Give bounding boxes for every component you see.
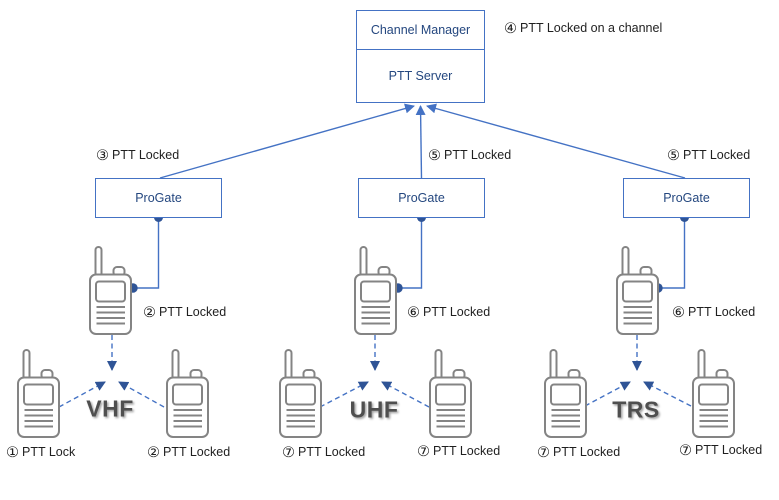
step-badge: ④ xyxy=(504,21,517,37)
walkie-talkie-icon xyxy=(429,349,472,438)
uplink-arrows xyxy=(159,103,686,179)
walkie-talkie-icon xyxy=(692,349,735,438)
progate-box-vhf: ProGate xyxy=(95,178,222,218)
walkie-talkie-icon xyxy=(354,246,397,335)
band-label-trs: TRS xyxy=(612,396,660,423)
ptt-server-box: Channel Manager PTT Server xyxy=(356,10,485,103)
walkie-talkie-icon xyxy=(17,349,60,438)
gateway-radio-connectors xyxy=(128,213,689,293)
progate-box-trs: ProGate xyxy=(623,178,750,218)
ptt-server-label: PTT Server xyxy=(388,69,453,83)
progate-box-uhf: ProGate xyxy=(358,178,485,218)
band-label-vhf: VHF xyxy=(86,395,134,422)
walkie-talkie-icon xyxy=(616,246,659,335)
band-label-uhf: UHF xyxy=(349,396,399,423)
rf-dashed-arrows xyxy=(58,335,692,408)
channel-manager-label: Channel Manager xyxy=(357,11,484,50)
walkie-talkie-icon xyxy=(279,349,322,438)
walkie-talkie-icon xyxy=(166,349,209,438)
walkie-talkie-icon xyxy=(89,246,132,335)
walkie-talkie-icon xyxy=(544,349,587,438)
